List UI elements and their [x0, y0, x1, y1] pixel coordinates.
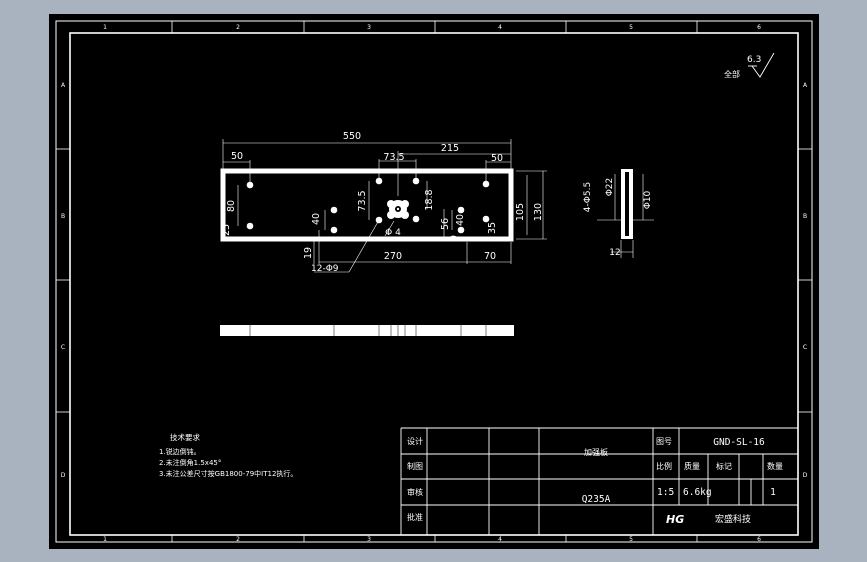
dim-270: 270 [384, 251, 402, 262]
tb-scale: 1:5 [657, 487, 674, 498]
mount-holes [246, 177, 490, 234]
zone-top-4: 4 [498, 24, 502, 31]
zone-left-c: C [61, 344, 65, 351]
zone-bottom-5: 5 [629, 536, 633, 543]
notes-line-3: 3.未注公差尺寸按GB1800-79中IT12执行。 [159, 469, 297, 478]
dim-40-right: 40 [455, 214, 466, 226]
roughness-value: 6.3 [747, 55, 761, 65]
tb-drawing-no: GND-SL-16 [713, 437, 765, 448]
company-logo: HG [666, 513, 684, 526]
tb-mark-label: 标记 [716, 461, 732, 471]
tb-checker: 审核 [407, 487, 423, 497]
roughness-symbol: 全部 6.3 [724, 52, 775, 79]
tb-designer: 设计 [407, 436, 423, 446]
plate-outline [220, 168, 514, 242]
outer-frame [55, 20, 813, 543]
tb-material: Q235A [582, 494, 611, 505]
dim-holes: 12-Φ9 [311, 264, 339, 274]
inner-frame [69, 32, 799, 536]
zone-right-a: A [803, 82, 808, 89]
dim-80: 80 [226, 200, 237, 212]
tb-qty: 1 [770, 487, 776, 498]
dim-19: 19 [303, 247, 314, 259]
roughness-label: 全部 [724, 69, 740, 79]
center-boss [387, 200, 409, 219]
tb-part-name: 加强板 [584, 447, 608, 457]
side-phi22: Φ22 [605, 178, 615, 197]
dim-40-left: 40 [311, 213, 322, 225]
zone-right-b: B [803, 213, 807, 220]
zone-bottom-1: 1 [103, 536, 107, 543]
dim-73-5-vert: 73.5 [357, 190, 368, 211]
zone-bottom-4: 4 [498, 536, 502, 543]
dim-50-left: 50 [231, 151, 243, 162]
zone-top-5: 5 [629, 24, 633, 31]
technical-notes: 技术要求 1.锐边倒钝。 2.未注倒角1.5x45° 3.未注公差尺寸按GB18… [159, 432, 297, 478]
dim-215: 215 [441, 143, 459, 154]
company-name: 宏盛科技 [715, 513, 751, 525]
tb-weight-label: 质量 [684, 461, 700, 471]
tb-weight: 6.6kg [683, 487, 712, 498]
zone-top-3: 3 [367, 24, 371, 31]
dim-25-left: 25 [221, 224, 232, 236]
dim-35-right: 35 [487, 222, 498, 234]
dim-phi4: Φ 4 [385, 228, 401, 238]
dim-73-5-top: 73.5 [383, 152, 404, 163]
drawing-svg: 1 2 3 4 5 6 1 2 3 4 5 6 A B C D A B C D … [55, 20, 813, 543]
dim-50-right: 50 [491, 153, 503, 164]
plate-front-view: 550 215 50 50 73.5 73.5 18.8 80 40 40 56… [220, 131, 547, 274]
side-phi10: Φ10 [643, 190, 653, 209]
dim-105: 105 [515, 203, 526, 221]
dim-550: 550 [343, 131, 361, 142]
side-view: 4-Φ5.5 Φ22 Φ10 12 [583, 169, 654, 258]
zone-bottom-3: 3 [367, 536, 371, 543]
tb-drawing-no-label: 图号 [656, 437, 672, 446]
title-block: 设计 制图 审核 批准 加强板 图号 比例 质量 标记 数量 Q235A GND… [400, 427, 798, 535]
notes-title: 技术要求 [170, 432, 200, 442]
dim-70: 70 [484, 251, 496, 262]
zone-ticks [56, 21, 812, 542]
zone-bottom-2: 2 [236, 536, 240, 543]
side-dim-12: 12 [609, 248, 620, 258]
zone-right-d: D [803, 472, 808, 479]
drawing-sheet: 1 2 3 4 5 6 1 2 3 4 5 6 A B C D A B C D … [49, 14, 819, 549]
zone-top-1: 1 [103, 24, 107, 31]
dim-56: 56 [440, 218, 451, 230]
dim-18-8: 18.8 [424, 189, 435, 210]
zone-bottom-6: 6 [757, 536, 761, 543]
zone-left-d: D [61, 472, 66, 479]
dimension-lines [222, 139, 547, 273]
zone-top-6: 6 [757, 24, 761, 31]
side-holes: 4-Φ5.5 [583, 182, 593, 212]
tb-scale-label: 比例 [656, 461, 672, 471]
tb-drafter: 制图 [407, 461, 423, 471]
notes-line-2: 2.未注倒角1.5x45° [159, 458, 221, 467]
zone-top-2: 2 [236, 24, 240, 31]
zone-left-a: A [61, 82, 66, 89]
dimension-texts: 550 215 50 50 73.5 73.5 18.8 80 40 40 56… [221, 131, 544, 274]
zone-right-c: C [803, 344, 807, 351]
notes-line-1: 1.锐边倒钝。 [159, 447, 201, 456]
plan-view [220, 325, 514, 336]
dim-9: 9 [449, 235, 460, 241]
tb-approver: 批准 [407, 512, 423, 522]
tb-qty-label: 数量 [767, 461, 783, 471]
plan-bar [220, 325, 514, 336]
zone-left-b: B [61, 213, 65, 220]
dim-130: 130 [533, 203, 544, 221]
